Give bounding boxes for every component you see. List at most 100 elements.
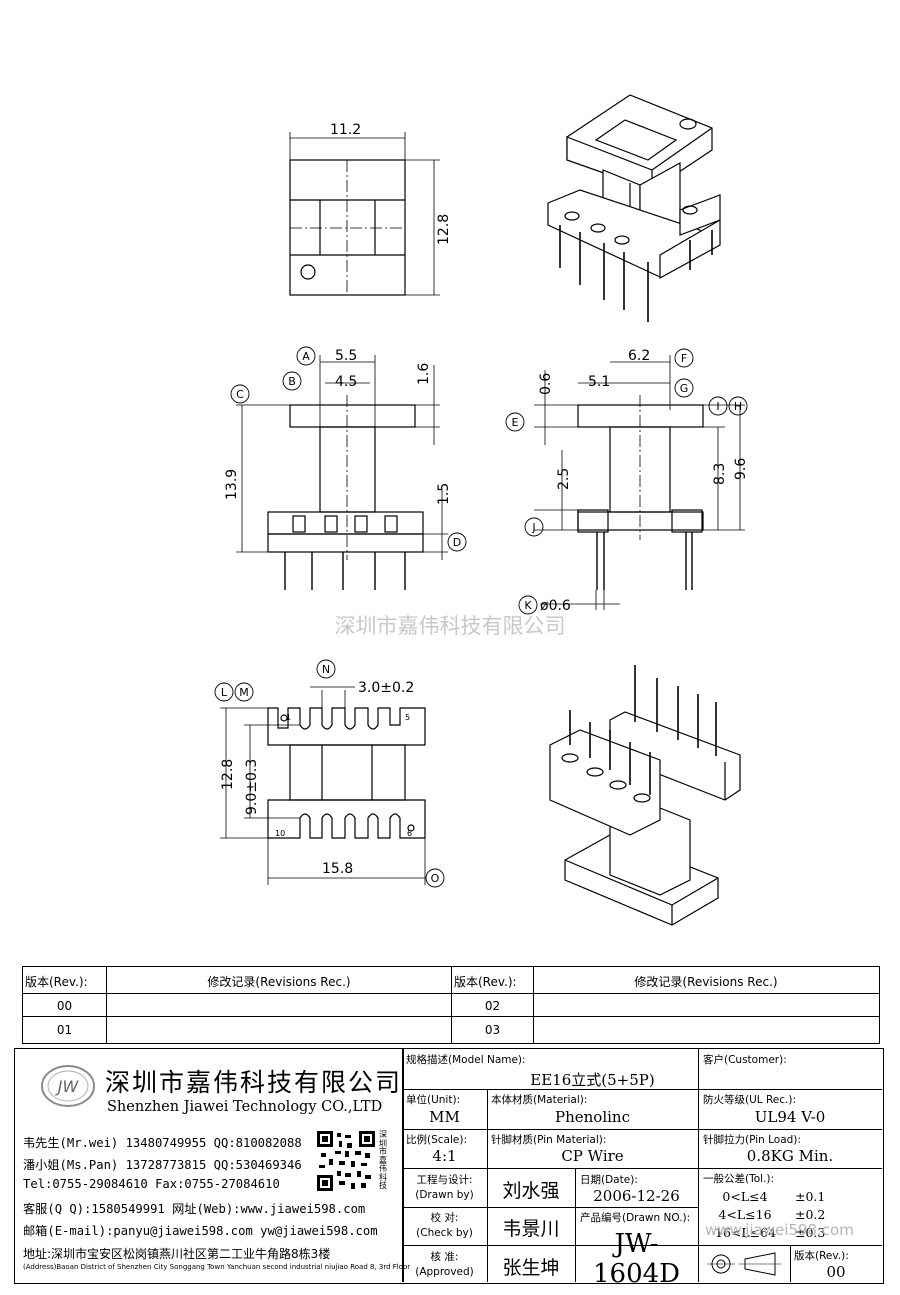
label-k: K (524, 599, 532, 612)
pin-material-label: 针脚材质(Pin Material): (491, 1134, 607, 1146)
rev-cell: 02 (484, 999, 501, 1013)
label-h: H (734, 400, 742, 413)
model-value: EE16立式(5+5P) (530, 1071, 655, 1089)
label-c: C (236, 388, 244, 401)
dim-h: 9.6 (733, 458, 749, 480)
drawn-no-value: JW-1604D (592, 1229, 680, 1289)
dim-c-height: 13.9 (224, 469, 240, 500)
pin-material-value: CP Wire (561, 1147, 624, 1165)
side-view (534, 355, 745, 610)
tolerance-value: ±0.3 (795, 1225, 826, 1240)
ul-value: UL94 V-0 (754, 1108, 826, 1126)
scale-value: 4:1 (432, 1147, 457, 1165)
label-e: E (512, 416, 519, 429)
dim-flange: 1.6 (416, 363, 432, 385)
date-value: 2006-12-26 (593, 1187, 680, 1205)
svg-text:JW: JW (55, 1077, 80, 1096)
revision-table: 版本(Rev.): 修改记录(Revisions Rec.) 版本(Rev.):… (22, 966, 880, 1044)
pin-load-value: 0.8KG Min. (746, 1147, 834, 1165)
label-b: B (288, 375, 296, 388)
material-value: Phenolinc (555, 1108, 630, 1126)
label-o: O (431, 872, 440, 885)
approved-label-en: (Approved) (415, 1266, 474, 1278)
drawn-label-en: (Drawn by) (415, 1189, 474, 1201)
contact-pan: 潘小姐(Ms.Pan) 13728773815 QQ:530469346 (23, 1158, 302, 1172)
technical-drawing: 11.2 12.8 5.5 4.5 13.9 1.6 1.5 6.2 5.1 0… (214, 94, 749, 926)
company-name-cn: 深圳市嘉伟科技有限公司 (105, 1068, 403, 1097)
dim-top-height: 12.8 (436, 214, 452, 245)
contact-tel-fax: Tel:0755-29084610 Fax:0755-27084610 (23, 1177, 280, 1191)
ul-label: 防火等级(UL Rec.): (703, 1094, 796, 1106)
dim-base: 1.5 (436, 483, 452, 505)
web-watermark: www.jiawei598.com (705, 1221, 854, 1239)
isometric-view-top (547, 94, 721, 322)
rev-cell: 01 (56, 1023, 73, 1037)
label-j: J (531, 521, 535, 534)
pin-number: 10 (275, 829, 285, 838)
customer-label: 客户(Customer): (703, 1054, 787, 1066)
tolerance-value: ±0.1 (795, 1189, 826, 1204)
dim-a: 5.5 (335, 348, 357, 364)
contact-qq-web: 客服(Q Q):1580549991 网址(Web):www.jiawei598… (23, 1202, 366, 1216)
qr-code (317, 1131, 375, 1191)
tolerance-range: 4<L≤16 (718, 1207, 772, 1222)
unit-value: MM (429, 1108, 460, 1126)
contact-email: 邮箱(E-mail):panyu@jiawei598.com yw@jiawei… (23, 1224, 378, 1238)
address-en: (Address)Baoan District of Shenzhen City… (23, 1263, 411, 1271)
watermark: 深圳市嘉伟科技有限公司 (335, 614, 566, 638)
check-label-en: (Check by) (416, 1227, 473, 1239)
front-view (236, 355, 448, 590)
company-name-en: Shenzhen Jiawei Technology CO.,LTD (107, 1099, 383, 1115)
dim-f: 6.2 (628, 348, 650, 364)
pin-number: 1 (286, 713, 291, 722)
address-cn: 地址:深圳市宝安区松岗镇燕川社区第二工业牛角路8栋3楼 (23, 1247, 331, 1261)
rev-value: 00 (826, 1263, 846, 1281)
label-a: A (302, 350, 310, 363)
title-block: JW 深圳市嘉伟科技有限公司 Shenzhen Jiawei Technolog… (14, 1048, 884, 1289)
rev-record-header: 修改记录(Revisions Rec.) (207, 975, 351, 989)
dim-pitch: 3.0±0.2 (358, 680, 414, 696)
qr-side-text: 深圳市嘉伟科技 (379, 1130, 387, 1190)
rev-label: 版本(Rev.): (794, 1250, 849, 1262)
tolerance-value: ±0.2 (795, 1207, 826, 1222)
label-n: N (322, 663, 330, 676)
isometric-view-bottom (549, 665, 741, 926)
dim-outer: 12.8 (220, 759, 236, 790)
model-label: 规格描述(Model Name): (406, 1054, 526, 1066)
rev-record-header: 修改记录(Revisions Rec.) (634, 975, 778, 989)
dim-i: 8.3 (712, 463, 728, 485)
label-f: F (681, 352, 687, 365)
approved-value: 张生坤 (502, 1257, 560, 1279)
check-label: 校 对: (430, 1212, 459, 1224)
unit-label: 单位(Unit): (406, 1094, 461, 1106)
tolerance-range: 0<L≤4 (722, 1189, 768, 1204)
projection-symbol-icon (705, 1251, 785, 1277)
dim-g: 5.1 (588, 374, 610, 390)
dim-e: 0.6 (538, 373, 554, 395)
material-label: 本体材质(Material): (491, 1094, 588, 1106)
scale-label: 比例(Scale): (406, 1134, 467, 1146)
drawn-value: 刘水强 (502, 1180, 560, 1202)
label-d: D (453, 536, 461, 549)
contact-wei: 韦先生(Mr.wei) 13480749955 QQ:810082088 (23, 1136, 302, 1150)
check-value: 韦景川 (502, 1218, 560, 1240)
approved-label: 核 准: (430, 1251, 459, 1263)
dim-top-width: 11.2 (330, 122, 361, 138)
pin-number: 6 (407, 829, 412, 838)
dim-width: 15.8 (322, 861, 353, 877)
drawn-label: 工程与设计: (416, 1174, 473, 1186)
label-i: I (716, 400, 719, 413)
drawn-no-label: 产品编号(Drawn NO.): (580, 1212, 691, 1224)
label-g: G (680, 382, 689, 395)
tolerance-range: 16<L≤64 (715, 1225, 777, 1240)
pin-load-label: 针脚拉力(Pin Load): (703, 1134, 801, 1146)
label-l: L (221, 686, 228, 699)
bottom-view (220, 686, 426, 885)
dim-b: 4.5 (335, 374, 357, 390)
rev-cell: 00 (56, 999, 73, 1013)
top-view (289, 132, 440, 296)
dim-inner: 9.0±0.3 (244, 759, 260, 815)
label-m: M (239, 686, 249, 699)
company-logo: JW (39, 1057, 97, 1115)
rev-header: 版本(Rev.): (454, 975, 517, 989)
